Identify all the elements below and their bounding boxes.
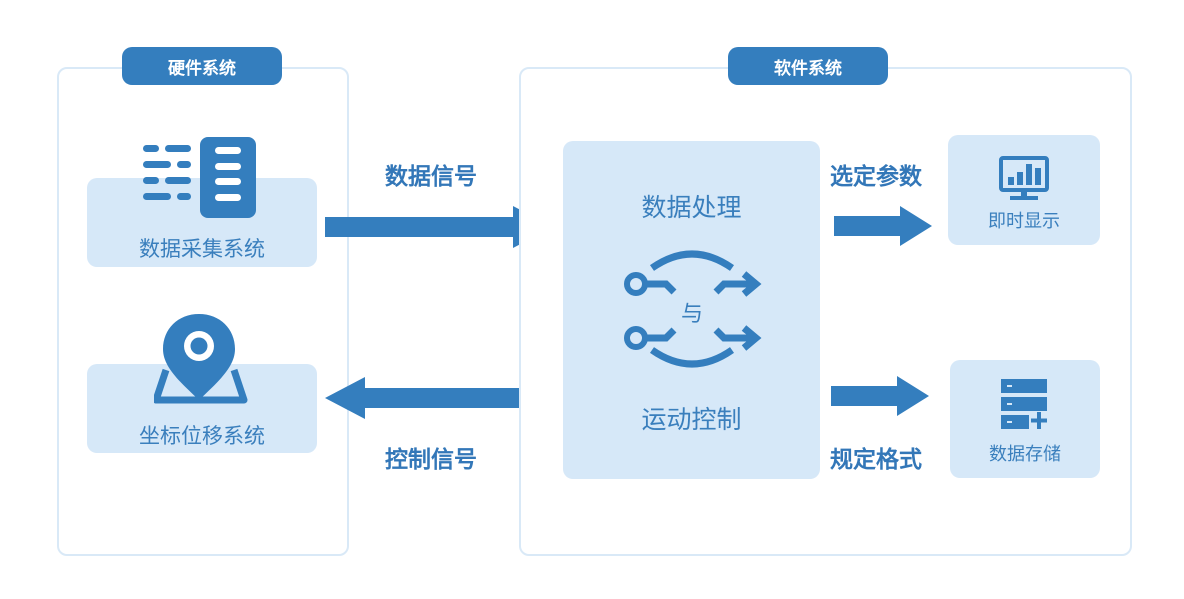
- arrow-left-icon: [325, 377, 553, 419]
- arrow-right-icon: [831, 376, 929, 416]
- core-processing-card[interactable]: [563, 141, 820, 479]
- data-storage-label: 数据存储: [989, 444, 1061, 465]
- database-add-icon: [1001, 379, 1049, 433]
- data-acquisition-label: 数据采集系统: [139, 237, 265, 261]
- connector-label: 与: [680, 302, 703, 327]
- data-processing-label: 数据处理: [641, 193, 742, 222]
- specified-format-label: 规定格式: [830, 447, 922, 473]
- coordinate-displacement-label: 坐标位移系统: [139, 424, 265, 448]
- monitor-chart-icon: [998, 155, 1050, 203]
- arrow-right-icon: [834, 206, 932, 246]
- software-title-tag: 软件系统: [728, 47, 888, 85]
- arrow-right-icon: [325, 206, 553, 248]
- realtime-display-label: 即时显示: [988, 211, 1060, 232]
- flow-exchange-icon: [622, 250, 762, 368]
- motion-control-label: 运动控制: [641, 405, 742, 434]
- control-signal-label: 控制信号: [385, 447, 477, 473]
- select-params-label: 选定参数: [830, 164, 922, 190]
- server-list-icon: [143, 137, 258, 219]
- map-pin-icon: [154, 312, 249, 408]
- data-signal-label: 数据信号: [385, 164, 477, 190]
- hardware-title-tag: 硬件系统: [122, 47, 282, 85]
